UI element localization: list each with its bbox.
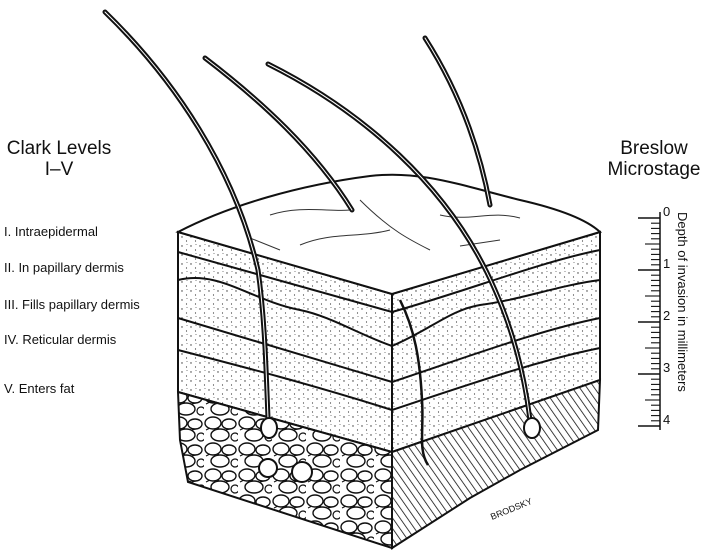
breslow-tick-0: 0 bbox=[663, 204, 670, 219]
breslow-tick-4: 4 bbox=[663, 412, 670, 427]
breslow-axis-label: Depth of invasion in millimeters bbox=[676, 212, 690, 432]
breslow-tick-3: 3 bbox=[663, 360, 670, 375]
ruler-ticks bbox=[638, 218, 660, 426]
breslow-tick-2: 2 bbox=[663, 308, 670, 323]
breslow-depth-ruler bbox=[630, 210, 664, 434]
breslow-tick-1: 1 bbox=[663, 256, 670, 271]
artist-signature: BRODSKY bbox=[489, 496, 534, 522]
